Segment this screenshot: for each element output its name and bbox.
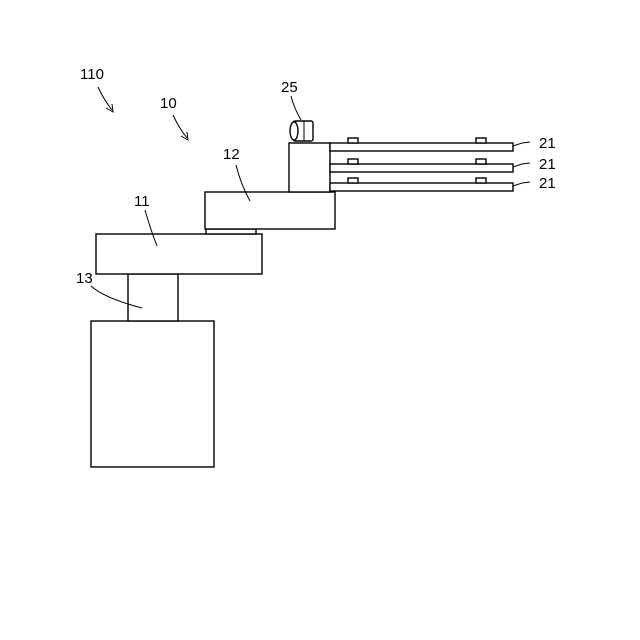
leader-10-arrow [181,132,188,140]
label-21-top: 21 [539,135,556,152]
leader-25 [291,96,301,120]
leader-21-top [513,142,530,146]
label-25: 25 [281,79,298,96]
column-13 [128,274,178,321]
label-13: 13 [76,270,93,287]
label-21-middle: 21 [539,156,556,173]
label-10: 10 [160,95,177,112]
label-11: 11 [134,193,150,210]
leader-10 [173,115,187,138]
camera-25 [290,121,313,141]
base-body [91,321,214,467]
arm-joint [206,229,256,234]
second-arm-12 [205,192,335,229]
label-21-bottom: 21 [539,175,556,192]
label-12: 12 [223,146,240,163]
leader-21-middle [513,163,530,167]
fork-21-bottom [330,178,513,191]
hand-head [289,143,330,192]
leader-110 [98,87,112,110]
fork-21-top [330,138,513,151]
label-110: 110 [80,66,104,83]
first-arm-11 [96,234,262,274]
fork-21-middle [330,159,513,172]
leader-110-arrow [106,104,113,112]
leader-21-bottom [513,182,530,186]
